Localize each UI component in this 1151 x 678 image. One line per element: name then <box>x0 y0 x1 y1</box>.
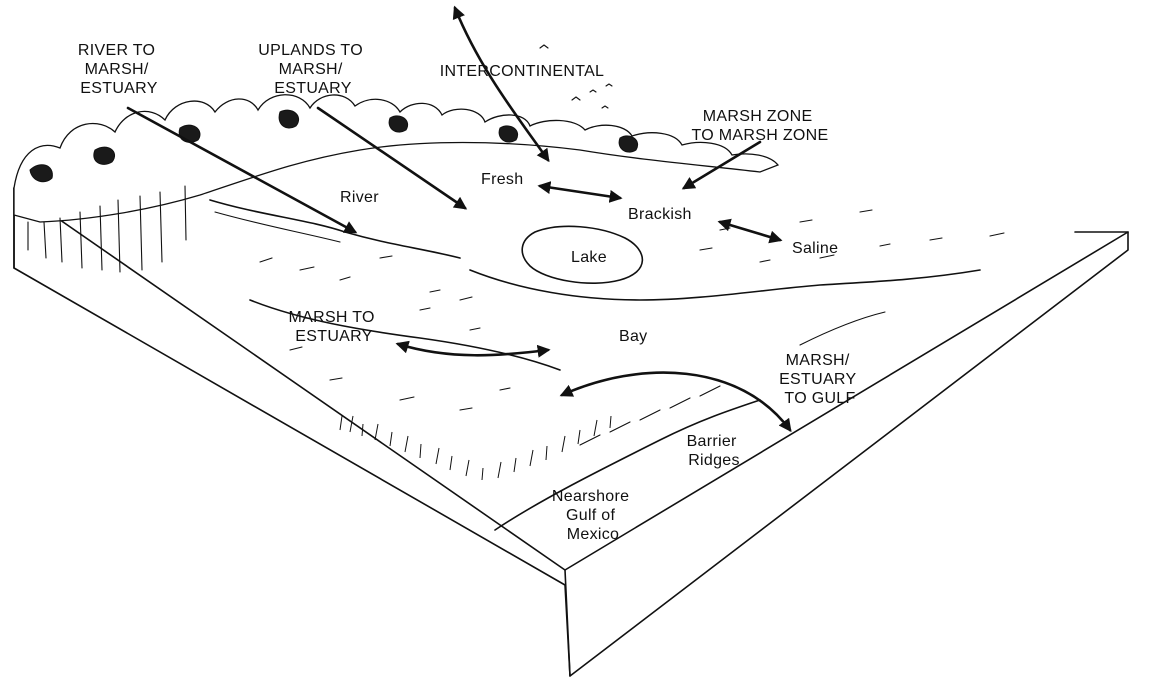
label-brackish: Brackish <box>628 206 692 223</box>
label-bay: Bay <box>619 328 647 345</box>
label-lake: Lake <box>571 249 607 266</box>
label-nearshore: Nearshore Gulf of Mexico <box>552 488 634 543</box>
label-saline: Saline <box>792 240 838 257</box>
label-river: River <box>340 189 379 206</box>
arrow-brackish-saline <box>720 222 780 240</box>
label-barrier-ridges: Barrier Ridges <box>687 433 742 469</box>
label-fresh: Fresh <box>481 171 523 188</box>
arrow-marsh-to-estuary <box>398 344 548 355</box>
place-labels: River Fresh Brackish Saline Lake Bay Bar… <box>340 171 838 543</box>
label-intercontinental: INTERCONTINENTAL <box>440 63 605 80</box>
label-uplands-to-marsh: UPLANDS TO MARSH/ ESTUARY <box>258 42 367 97</box>
label-river-to-marsh: RIVER TO MARSH/ ESTUARY <box>78 42 160 97</box>
label-marsh-to-estuary: MARSH TO ESTUARY <box>288 309 379 345</box>
arrow-fresh-brackish <box>540 186 620 198</box>
label-marsh-zone: MARSH ZONE TO MARSH ZONE <box>692 108 829 144</box>
label-marsh-estuary-to-gulf: MARSH/ ESTUARY TO GULF <box>779 352 861 407</box>
flow-labels: RIVER TO MARSH/ ESTUARY UPLANDS TO MARSH… <box>78 42 861 407</box>
marsh-surface <box>210 200 1004 530</box>
